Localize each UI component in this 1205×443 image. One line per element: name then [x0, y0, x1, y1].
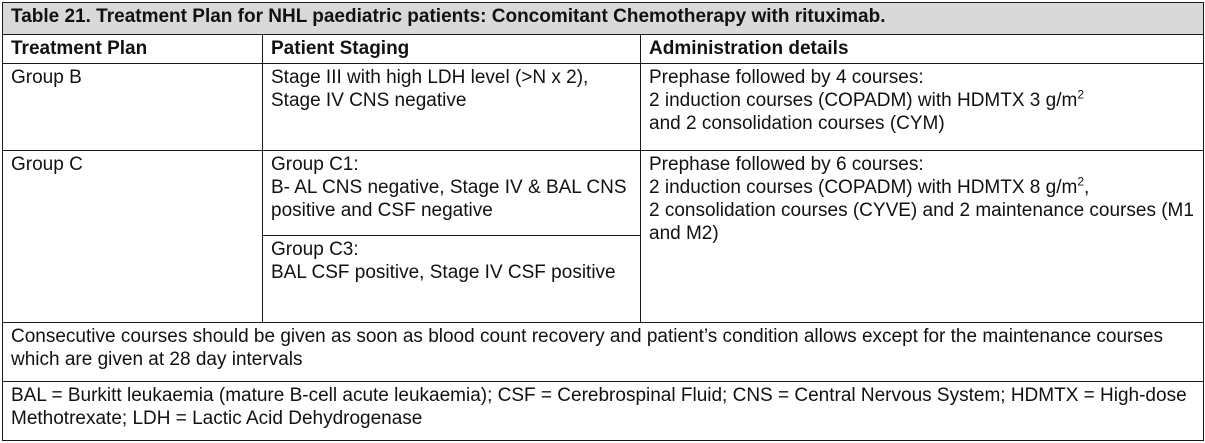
table-row-group-b: Group B Stage III with high LDH level (>…: [2, 63, 1204, 152]
abbreviations-text: BAL = Burkitt leukaemia (mature B-cell a…: [2, 380, 1204, 442]
group-c1-text: B- AL CNS negative, Stage IV & BAL CNS p…: [271, 177, 627, 222]
group-b-admin-line1: Prephase followed by 4 courses:: [649, 67, 924, 89]
header-row: Treatment Plan Patient Staging Administr…: [2, 33, 1204, 65]
group-b-admin-line2-text: 2 induction courses (COPADM) with HDMTX …: [649, 90, 1078, 112]
note-text: Consecutive courses should be given as s…: [2, 321, 1204, 382]
group-c-admin-line2-comma: ,: [1084, 177, 1090, 199]
group-b-plan: Group B: [2, 63, 263, 152]
group-c-admin-line3: 2 consolidation courses (CYVE) and 2 mai…: [649, 200, 1194, 245]
group-b-admin-line3: and 2 consolidation courses (CYM): [649, 113, 945, 135]
header-patient-staging: Patient Staging: [262, 33, 641, 65]
group-c-admin-line2-sup: 2: [1077, 174, 1085, 189]
group-b-admin-line2-sup: 2: [1077, 87, 1085, 102]
header-treatment-plan: Treatment Plan: [2, 33, 263, 65]
group-c-admin: Prephase followed by 6 courses: 2 induct…: [640, 150, 1204, 323]
group-c1-title: Group C1:: [271, 154, 359, 176]
note-row: Consecutive courses should be given as s…: [2, 321, 1204, 382]
group-c-admin-line2-text: 2 induction courses (COPADM) with HDMTX …: [649, 177, 1078, 199]
table-title: Table 21. Treatment Plan for NHL paediat…: [2, 2, 1204, 35]
group-c-admin-line2: 2 induction courses (COPADM) with HDMTX …: [649, 176, 1195, 199]
group-b-staging: Stage III with high LDH level (>N x 2), …: [262, 63, 641, 152]
table-row-group-c3: Group C3: BAL CSF positive, Stage IV CSF…: [3, 234, 1204, 323]
header-administration-details: Administration details: [640, 33, 1204, 65]
group-c-plan: Group C: [2, 150, 263, 323]
group-c3-title: Group C3:: [271, 238, 359, 260]
group-c-admin-line1: Prephase followed by 6 courses:: [649, 154, 924, 176]
group-b-admin-line2: 2 induction courses (COPADM) with HDMTX …: [649, 89, 1195, 112]
group-c3-staging: Group C3: BAL CSF positive, Stage IV CSF…: [262, 234, 641, 323]
group-c1-staging: Group C1: B- AL CNS negative, Stage IV &…: [262, 150, 641, 236]
group-b-admin: Prephase followed by 4 courses: 2 induct…: [640, 63, 1204, 152]
title-row: Table 21. Treatment Plan for NHL paediat…: [2, 2, 1204, 35]
group-c3-text: BAL CSF positive, Stage IV CSF positive: [271, 261, 616, 283]
table-row-group-c1: Group C Group C1: B- AL CNS negative, St…: [2, 150, 1204, 323]
abbreviations-row: BAL = Burkitt leukaemia (mature B-cell a…: [2, 380, 1204, 442]
